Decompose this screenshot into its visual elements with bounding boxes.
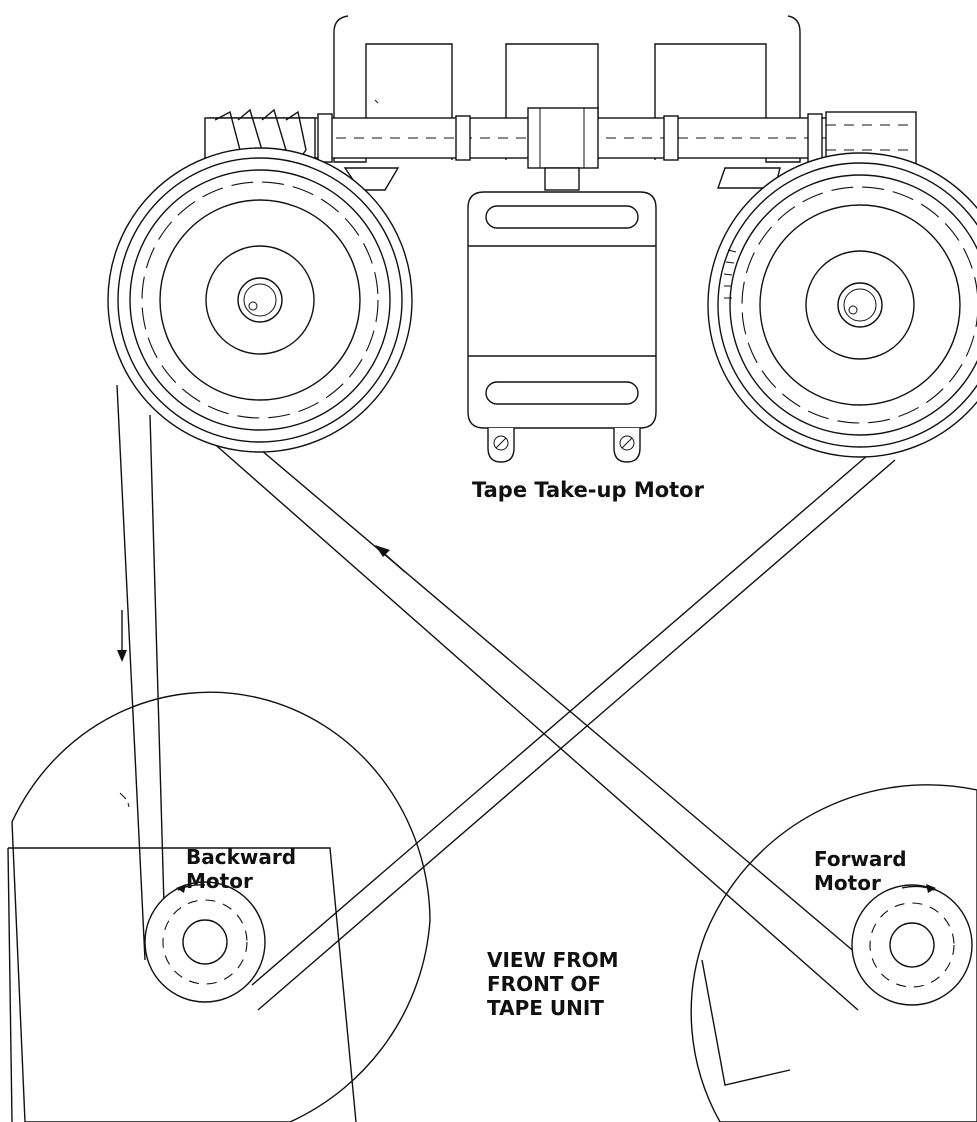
forward-motor-label-line2: Motor bbox=[814, 871, 881, 895]
drive-shaft bbox=[209, 107, 917, 169]
belt-left-vertical bbox=[116, 384, 166, 961]
arrow-down-icon bbox=[117, 610, 127, 662]
forward-motor-label-line1: Forward bbox=[814, 847, 907, 871]
take-up-motor bbox=[467, 167, 657, 463]
view-caption-line1: VIEW FROM bbox=[487, 948, 619, 972]
backward-motor-label-line2: Motor bbox=[186, 869, 253, 893]
belt-crossing-to-backward bbox=[251, 454, 896, 1011]
forward-motor-housing bbox=[690, 784, 977, 1122]
take-up-motor-label: Tape Take-up Motor bbox=[472, 478, 705, 502]
right-reel bbox=[707, 152, 977, 458]
arrow-up-left-icon bbox=[375, 545, 406, 573]
backward-motor-pulley bbox=[144, 881, 266, 1003]
view-caption-line3: TAPE UNIT bbox=[487, 996, 604, 1020]
backward-motor-label-line1: Backward bbox=[186, 845, 296, 869]
belt-crossing-to-forward bbox=[209, 427, 871, 1011]
view-caption-line2: FRONT OF bbox=[487, 972, 601, 996]
left-reel bbox=[107, 147, 413, 453]
forward-motor-pulley bbox=[851, 884, 973, 1006]
